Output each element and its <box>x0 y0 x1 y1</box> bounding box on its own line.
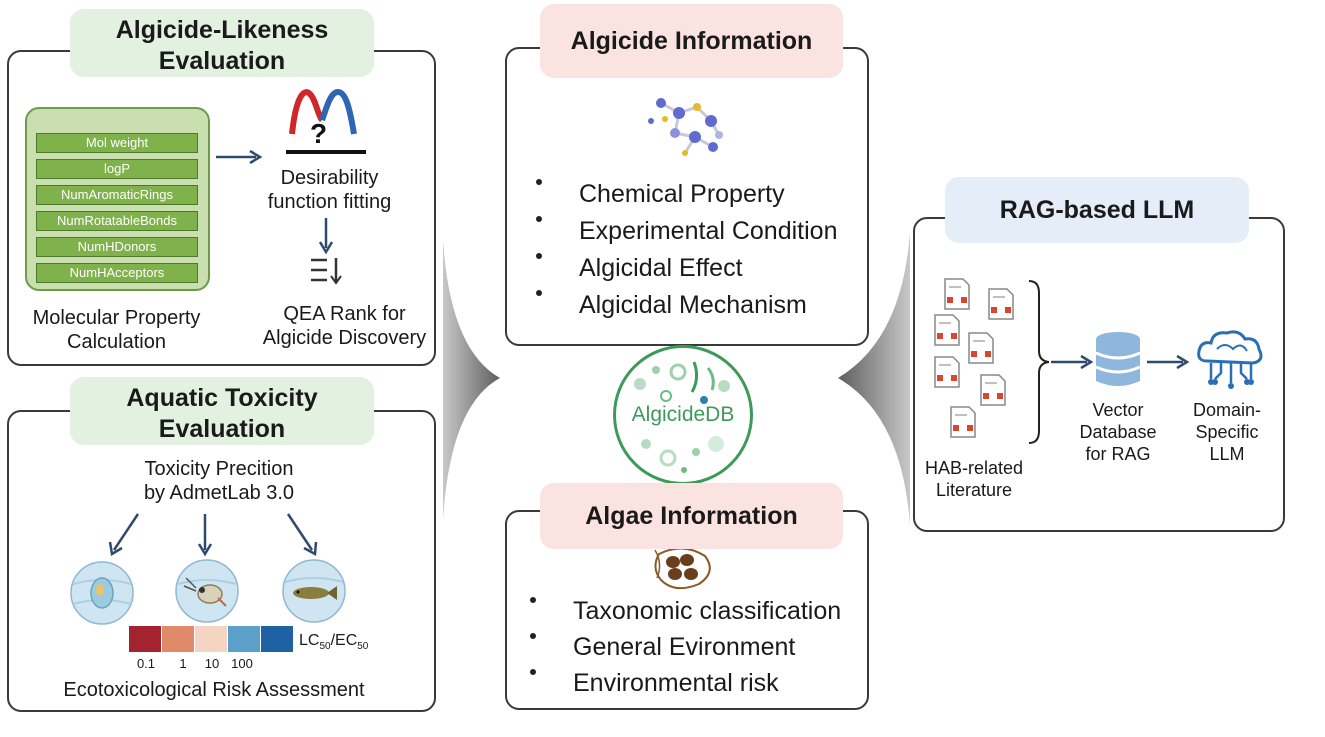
arrow-down-left-icon <box>108 513 140 557</box>
molecular-property-label: Molecular Property Calculation <box>32 307 201 353</box>
molecular-property-box: Mol weight logP NumAromaticRings NumRota… <box>25 107 210 291</box>
legend-swatch <box>261 626 293 652</box>
algae-information-title: Algae Information <box>540 483 843 549</box>
legend-swatch <box>129 626 161 652</box>
arrow-down-icon <box>318 218 334 255</box>
list-item: Algicidal Effect <box>533 253 837 290</box>
daphnia-icon <box>175 559 239 623</box>
desirability-curve-icon <box>286 88 366 154</box>
algicide-information-panel: Chemical Property Experimental Condition… <box>505 47 869 346</box>
aquatic-toxicity-panel: Toxicity Precition by AdmetLab 3.0 <box>7 410 436 712</box>
algicide-likeness-title: Algicide-Likeness Evaluation <box>70 9 374 77</box>
list-item: Taxonomic classification <box>527 597 841 633</box>
rag-llm-panel: HAB-related Literature Vector Database f… <box>913 217 1285 532</box>
toxicity-prediction-label: Toxicity Precition by AdmetLab 3.0 <box>143 458 295 504</box>
arrow-right-icon <box>1147 354 1190 370</box>
legend-tick: 100 <box>231 656 253 671</box>
list-item: Chemical Property <box>533 179 837 216</box>
list-item: Algicidal Mechanism <box>533 290 837 327</box>
qea-rank-label: QEA Rank for Algicide Discovery <box>262 303 427 349</box>
literature-label: HAB-related Literature <box>924 458 1024 500</box>
ecotox-footer: Ecotoxicological Risk Assessment <box>63 679 365 701</box>
logo-label: AlgicideDB <box>631 403 735 426</box>
arrow-down-icon <box>197 514 213 557</box>
property-row: NumAromaticRings <box>36 185 198 205</box>
algicidedb-logo: AlgicideDB <box>613 345 753 485</box>
algae-egg-icon <box>70 561 134 625</box>
domain-llm-label: Domain- Specific LLM <box>1192 400 1262 464</box>
list-item: Experimental Condition <box>533 216 837 253</box>
property-row: NumHDonors <box>36 237 198 257</box>
property-row: logP <box>36 159 198 179</box>
legend-tick: 10 <box>204 656 220 671</box>
logo-pattern-icon <box>634 361 730 473</box>
legend-tick: 1 <box>179 656 187 671</box>
property-row: NumRotatableBonds <box>36 211 198 231</box>
question-mark: ? <box>310 118 328 149</box>
legend-tick: 0.1 <box>136 656 156 671</box>
algicide-information-title: Algicide Information <box>540 4 843 78</box>
bracket-icon <box>1028 280 1050 444</box>
vector-database-label: Vector Database for RAG <box>1079 400 1157 464</box>
document-stack-icon <box>934 278 1014 438</box>
desirability-label: Desirability function fitting <box>267 167 392 213</box>
cloud-brain-icon <box>1197 330 1263 389</box>
property-row: NumHAcceptors <box>36 263 198 283</box>
algae-cell-icon <box>654 547 711 590</box>
list-item: Environmental risk <box>527 669 841 705</box>
list-item: General Evironment <box>527 633 841 669</box>
database-icon <box>1095 332 1141 386</box>
algicide-info-list: Chemical Property Experimental Condition… <box>533 179 837 327</box>
aquatic-toxicity-title: Aquatic Toxicity Evaluation <box>70 377 374 445</box>
rag-llm-title: RAG-based LLM <box>945 177 1249 243</box>
arrow-right-icon <box>216 149 263 165</box>
arrow-right-icon <box>1051 354 1094 370</box>
property-row: Mol weight <box>36 133 198 153</box>
fish-icon <box>282 559 346 623</box>
arrow-down-right-icon <box>286 513 318 557</box>
legend-swatch <box>162 626 194 652</box>
molecule-icon <box>648 98 723 156</box>
algae-info-list: Taxonomic classification General Evironm… <box>527 597 841 705</box>
algicide-likeness-panel: Mol weight logP NumAromaticRings NumRota… <box>7 50 436 366</box>
legend-label: LC50/EC50 <box>299 632 369 653</box>
legend-swatch <box>195 626 227 652</box>
rank-list-icon <box>311 258 342 285</box>
legend-swatch <box>228 626 260 652</box>
